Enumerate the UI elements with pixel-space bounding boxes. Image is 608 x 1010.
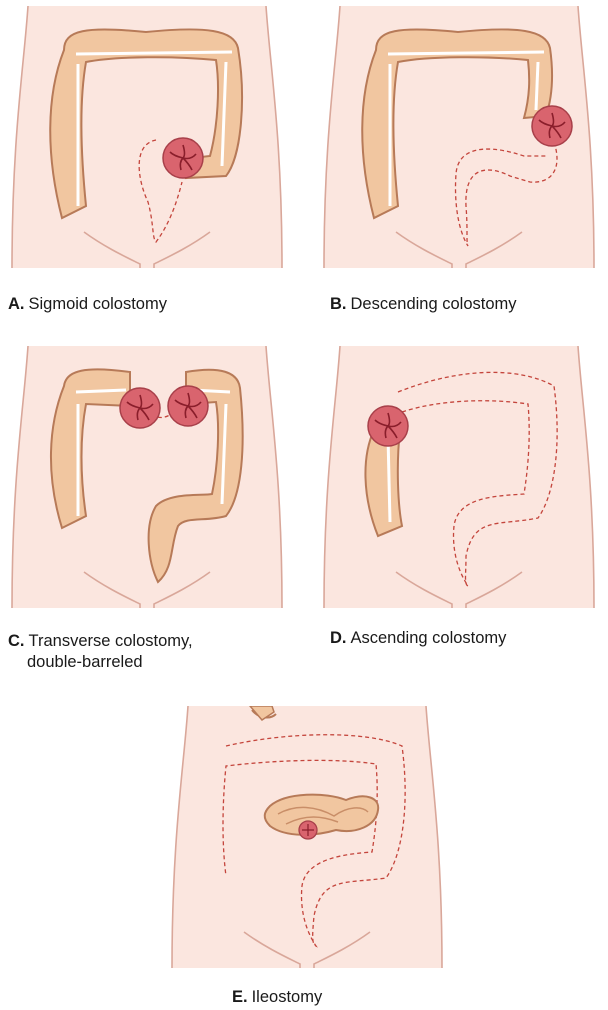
caption-d-label: Ascending colostomy — [351, 629, 507, 647]
stoma-icon — [168, 386, 208, 426]
caption-a-letter: A. — [8, 295, 25, 313]
stoma-icon — [532, 106, 572, 146]
panel-d-illustration — [318, 346, 602, 612]
caption-a-label: Sigmoid colostomy — [29, 295, 167, 313]
caption-c-letter: C. — [8, 632, 25, 650]
caption-d-letter: D. — [330, 629, 347, 647]
caption-e: E.Ileostomy — [232, 987, 322, 1008]
panel-c-illustration — [6, 346, 290, 612]
panel-a-illustration — [6, 6, 290, 272]
caption-d: D.Ascending colostomy — [330, 628, 506, 649]
caption-c: C.Transverse colostomy, double-barreled — [8, 631, 193, 673]
caption-c-label: Transverse colostomy, — [29, 632, 193, 650]
stoma-icon — [163, 138, 203, 178]
caption-a: A.Sigmoid colostomy — [8, 294, 167, 315]
caption-c-label-line2: double-barreled — [8, 652, 193, 673]
caption-b-label: Descending colostomy — [351, 295, 517, 313]
caption-e-letter: E. — [232, 988, 248, 1006]
caption-b-letter: B. — [330, 295, 347, 313]
stoma-icon — [120, 388, 160, 428]
caption-e-label: Ileostomy — [252, 988, 323, 1006]
panel-e-illustration — [166, 706, 450, 972]
stoma-icon — [368, 406, 408, 446]
panel-b-illustration — [318, 6, 602, 272]
caption-b: B.Descending colostomy — [330, 294, 517, 315]
